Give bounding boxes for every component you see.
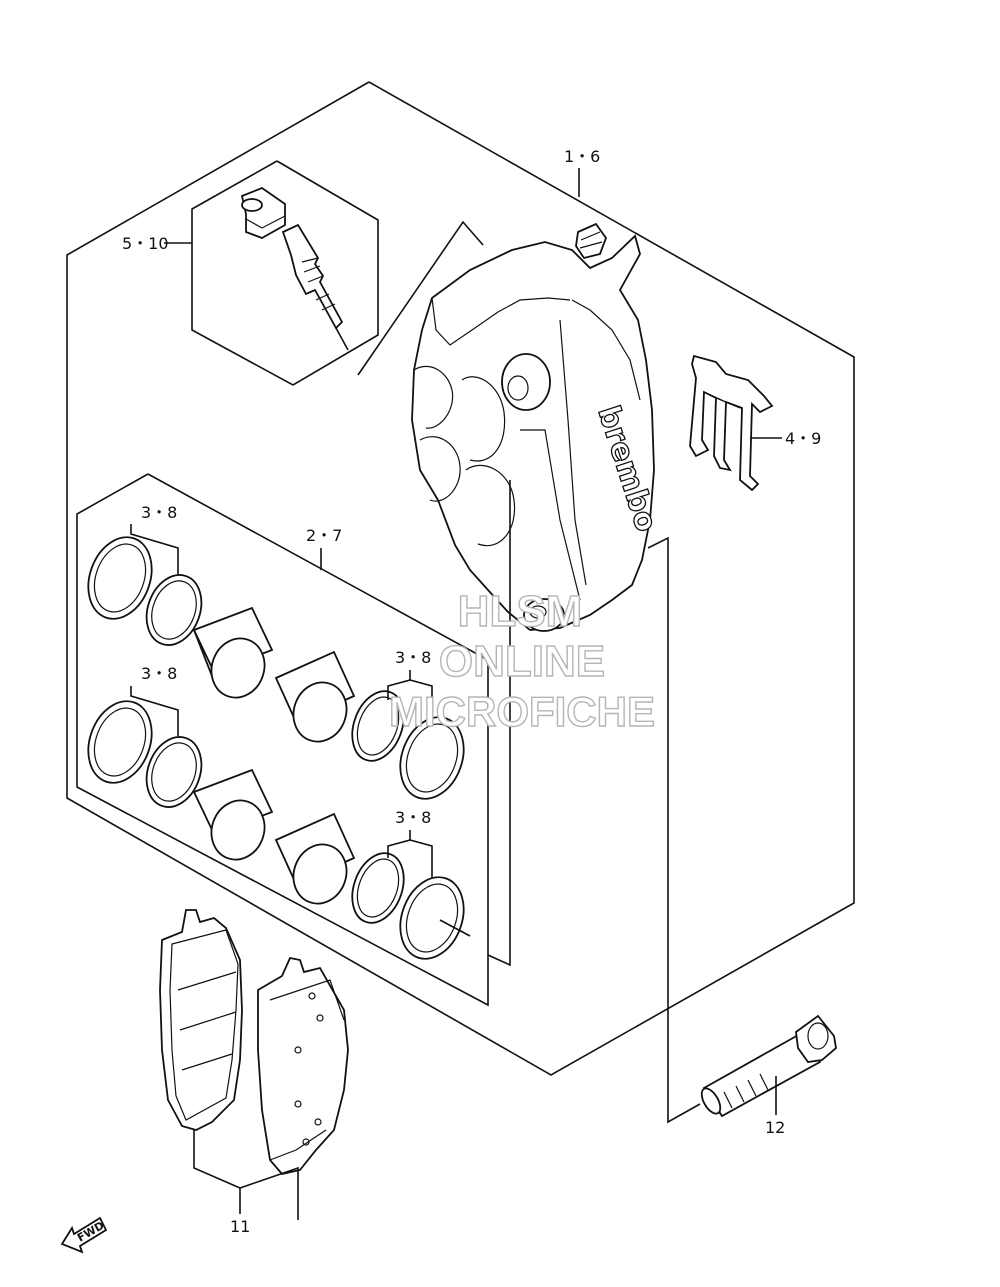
- bleeder-leader: [357, 220, 484, 376]
- watermark-line-3: MICROFICHE: [389, 688, 655, 735]
- bleeder-set-box: [191, 160, 379, 386]
- watermark-line-1: HLSM: [458, 587, 583, 636]
- caliper-bolt: [700, 1014, 837, 1118]
- piston-upper-1: [192, 606, 274, 699]
- seal-group-d: [351, 852, 471, 960]
- piston-lower-2: [274, 812, 356, 905]
- callout-seal-b: 3・8: [395, 648, 431, 667]
- piston-lower-1: [192, 768, 274, 861]
- fwd-arrow-icon: FWD: [60, 1216, 108, 1254]
- callout-seal-c: 3・8: [141, 664, 177, 683]
- caliper-body: brembo: [411, 222, 664, 632]
- callout-caliper-assy: 1・6: [564, 147, 600, 166]
- piston-set-box: [76, 473, 489, 1007]
- callout-piston-set: 2・7: [306, 526, 342, 545]
- piston-upper-2: [274, 650, 356, 743]
- pad-spring: [689, 354, 774, 492]
- seal-group-c: [87, 700, 203, 808]
- brake-pad-right: [257, 956, 349, 1175]
- brake-pad-left: [159, 909, 243, 1131]
- seal-group-a: [87, 536, 203, 646]
- callout-seal-a: 3・8: [141, 503, 177, 522]
- seal-group-b: [351, 690, 465, 800]
- callout-bleeder-set: 5・10: [122, 234, 169, 253]
- callout-bolt: 12: [765, 1118, 785, 1137]
- caliper-assembly-outline: [66, 81, 855, 1076]
- callout-pad-spring: 4・9: [785, 429, 821, 448]
- callout-seal-d: 3・8: [395, 808, 431, 827]
- callout-pad-set: 11: [230, 1217, 250, 1236]
- watermark-line-2: ONLINE: [439, 637, 605, 686]
